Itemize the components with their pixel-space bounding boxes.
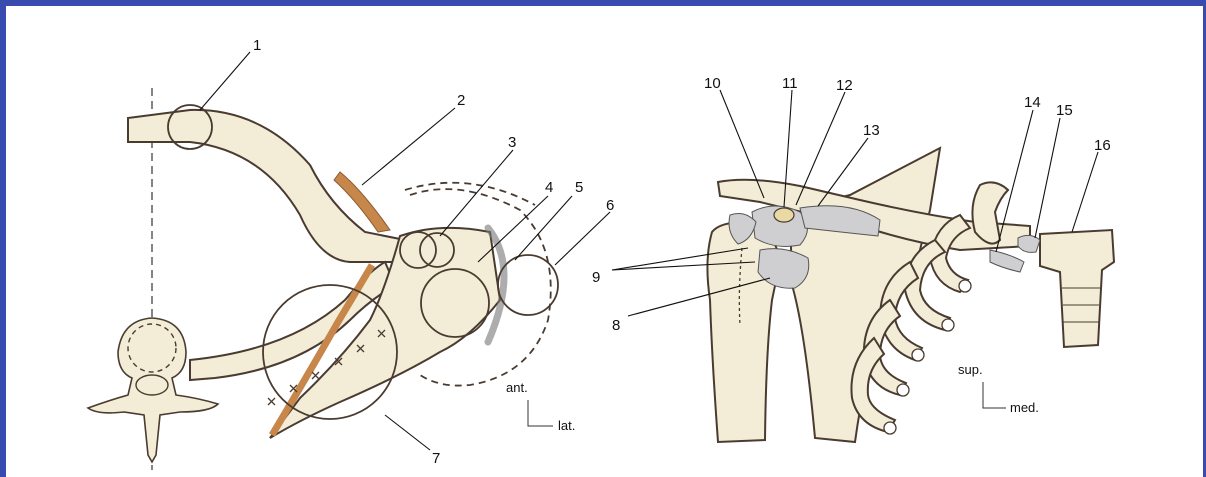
label-5: 5 — [575, 179, 583, 196]
left-figure: 1 2 3 4 5 6 7 ant. lat. — [88, 37, 614, 470]
label-6: 6 — [606, 197, 614, 214]
orientation-sup-med: sup. med. — [958, 362, 1039, 415]
label-13: 13 — [863, 122, 880, 139]
label-9: 9 — [592, 269, 600, 286]
label-12: 12 — [836, 77, 853, 94]
orientation-med: med. — [1010, 400, 1039, 415]
label-1: 1 — [253, 37, 261, 54]
orientation-ant-lat: ant. lat. — [506, 380, 575, 433]
vertebra — [88, 318, 218, 462]
label-2: 2 — [457, 92, 465, 109]
orientation-ant: ant. — [506, 380, 528, 395]
label-16: 16 — [1094, 137, 1111, 154]
label-14: 14 — [1024, 94, 1041, 111]
label-3: 3 — [508, 134, 516, 151]
label-10: 10 — [704, 75, 721, 92]
orientation-lat: lat. — [558, 418, 575, 433]
right-figure: 8 9 10 11 12 13 14 15 16 sup. med. — [592, 75, 1114, 442]
label-11: 11 — [782, 75, 798, 92]
label-15: 15 — [1056, 102, 1073, 119]
coracoid-tip — [774, 208, 794, 222]
label-7: 7 — [432, 450, 440, 467]
orientation-sup: sup. — [958, 362, 983, 377]
label-4: 4 — [545, 179, 553, 196]
label-8: 8 — [612, 317, 620, 334]
